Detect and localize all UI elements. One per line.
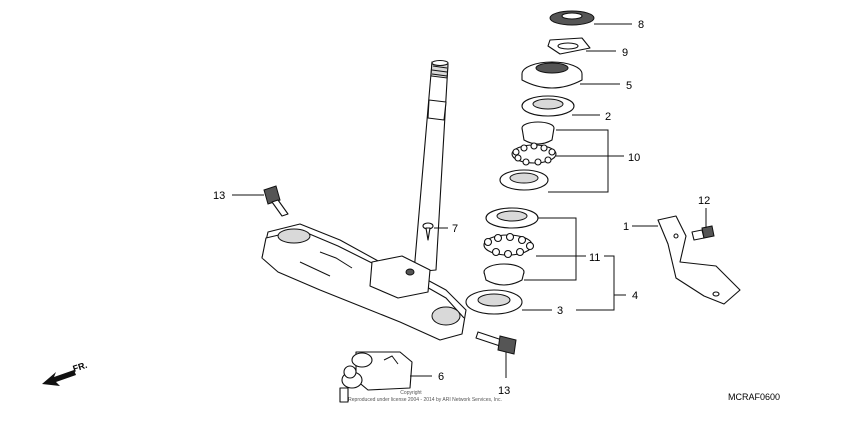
callout-3: 3 (557, 305, 563, 317)
bottom-bridge (261, 223, 467, 341)
callout-10: 10 (628, 152, 640, 164)
steering-stem-shaft (413, 59, 449, 273)
callout-1: 1 (623, 221, 629, 233)
bolt-12 (691, 225, 715, 241)
screw-7 (422, 222, 434, 241)
front-direction-arrow: FR. (42, 360, 88, 386)
bearing-balls-lower (483, 232, 535, 259)
callout-13-lower: 13 (498, 385, 510, 397)
callout-2: 2 (605, 111, 611, 123)
leader-4 (576, 255, 626, 311)
front-arrow-label: FR. (72, 360, 89, 374)
callout-13-upper: 13 (213, 190, 225, 202)
lower-bearing-set-11 (483, 207, 539, 286)
bolt-13-upper (263, 185, 289, 217)
copyright-line-2: Reproduced under license 2004 - 2014 by … (348, 397, 502, 403)
dust-seal-2 (521, 95, 575, 117)
lock-washer-9 (547, 37, 591, 55)
callout-7: 7 (452, 223, 458, 235)
bolt-13-lower (475, 331, 517, 355)
leader-11 (524, 217, 586, 281)
callout-8: 8 (638, 19, 644, 31)
diagram-code: MCRAF0600 (728, 392, 780, 402)
callout-5: 5 (626, 80, 632, 92)
adjusting-nut-5 (521, 61, 583, 89)
bearing-balls-upper (512, 142, 556, 166)
callout-6: 6 (438, 371, 444, 383)
callout-11: 11 (589, 252, 600, 264)
top-nut-8 (549, 10, 595, 26)
steering-lock-6 (339, 351, 413, 403)
leader-10 (548, 129, 624, 193)
bracket-1 (657, 215, 741, 305)
callout-9: 9 (622, 47, 628, 59)
copyright-line-1: Copyright (400, 390, 422, 396)
callout-12: 12 (698, 195, 710, 207)
lower-dust-seal-3 (465, 289, 523, 315)
callout-4: 4 (632, 290, 638, 302)
upper-bearing-set-10 (499, 121, 557, 191)
